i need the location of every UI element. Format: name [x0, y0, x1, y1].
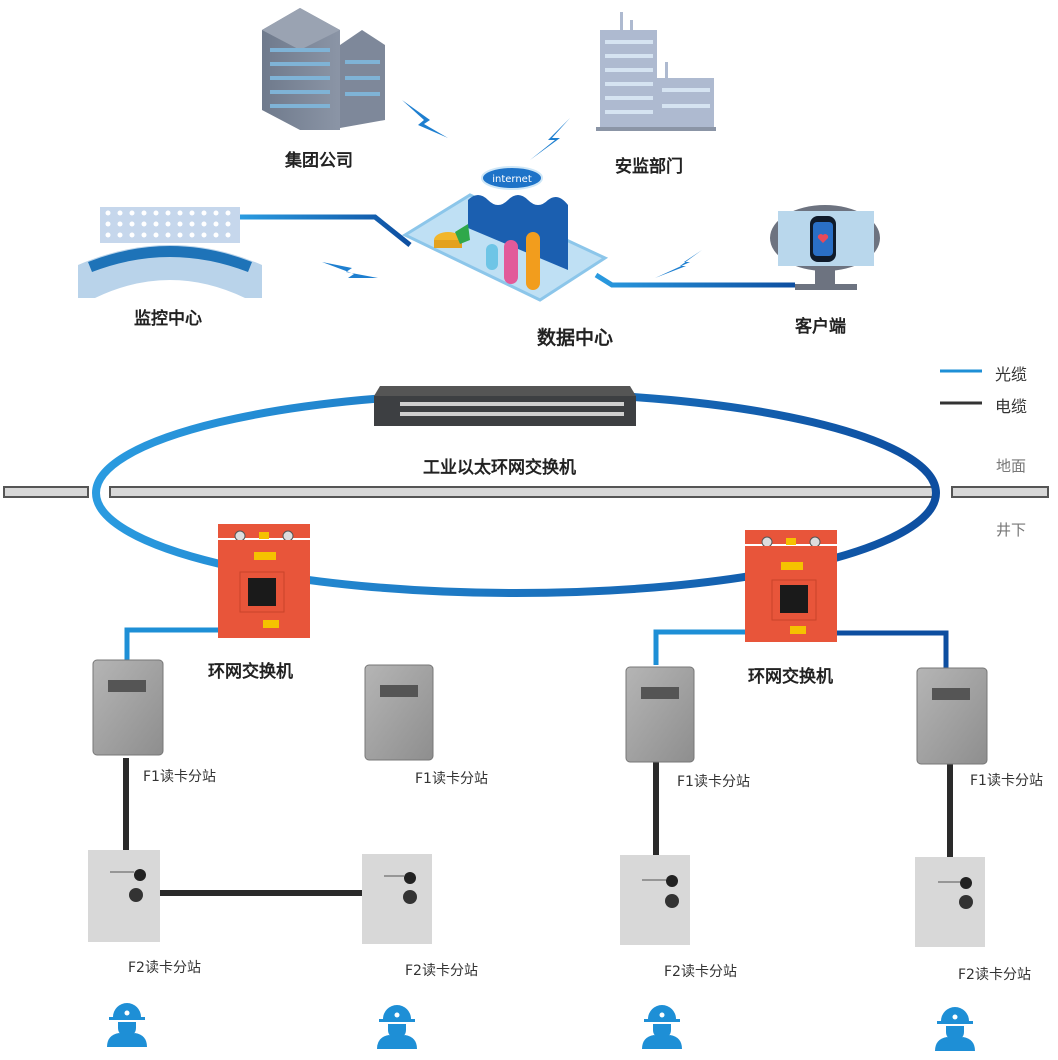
wireless-signals	[322, 100, 702, 278]
group-company-label: 集团公司	[285, 151, 353, 171]
client-label: 客户端	[795, 317, 846, 337]
ground-line	[3, 486, 1049, 498]
station-label: F1读卡分站	[677, 774, 750, 790]
ring-switch-left-icon	[218, 524, 310, 638]
legend-fiber-label: 光缆	[995, 365, 1028, 384]
fiber-links-bottom	[124, 627, 949, 713]
station-label: F1读卡分站	[415, 771, 488, 787]
station-label: F2读卡分站	[958, 967, 1031, 983]
miner-icon	[935, 1007, 975, 1051]
monitor-center-label: 监控中心	[134, 309, 202, 329]
lightning-icon	[655, 250, 702, 278]
ring-switch-right-label: 环网交换机	[748, 667, 833, 687]
station-label: F1读卡分站	[143, 769, 216, 785]
station-label: F1读卡分站	[970, 773, 1043, 789]
data-center-platform-icon: internet	[401, 166, 609, 302]
legend-cable-label: 电缆	[995, 397, 1028, 416]
lightning-icon	[530, 118, 570, 160]
ring-switch-right-icon	[745, 530, 837, 642]
miner-icon	[642, 1005, 682, 1049]
legend-lines	[940, 369, 982, 405]
ring-switch-left-label: 环网交换机	[208, 662, 293, 682]
monitor-center-video-wall-icon	[78, 207, 262, 298]
core-switch-icon	[374, 386, 636, 426]
lightning-icon	[322, 262, 378, 278]
miner-icon	[107, 1003, 147, 1047]
fiber-links-top	[240, 214, 795, 385]
lightning-icon	[402, 100, 448, 138]
data-center-label: 数据中心	[537, 327, 614, 349]
miner-icon	[377, 1005, 417, 1049]
underground-layer-label: 井下	[996, 521, 1027, 539]
safety-dept-building-icon	[596, 12, 716, 131]
f1-station-icons	[92, 659, 988, 765]
core-switch-label: 工业以太环网交换机	[423, 458, 576, 478]
station-label: F2读卡分站	[405, 963, 478, 979]
station-label: F2读卡分站	[128, 960, 201, 976]
safety-dept-label: 安监部门	[615, 157, 683, 177]
group-company-building-icon	[262, 8, 385, 130]
client-monitor-icon	[770, 205, 880, 290]
f2-station-icons	[88, 850, 985, 947]
surface-layer-label: 地面	[996, 457, 1027, 475]
svg-text:internet: internet	[492, 174, 532, 185]
cable-links	[123, 758, 953, 896]
station-label: F2读卡分站	[664, 964, 737, 980]
